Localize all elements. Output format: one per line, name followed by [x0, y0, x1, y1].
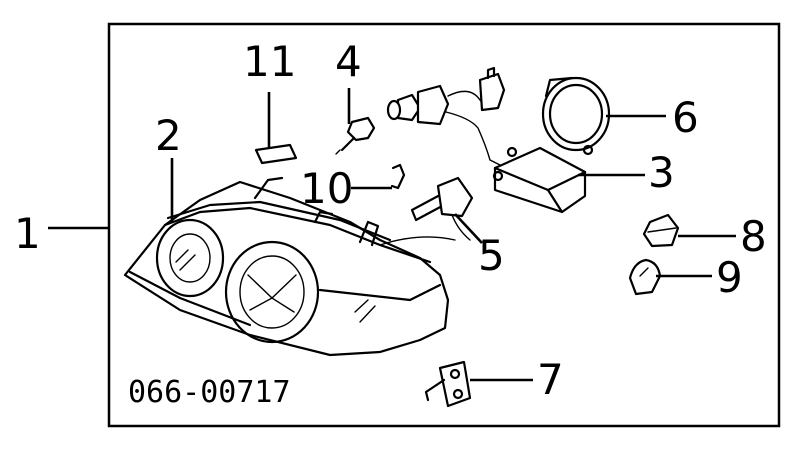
small-bulb — [628, 258, 662, 296]
headlamp-assembly — [123, 176, 456, 357]
callout-3: 3 — [648, 148, 675, 197]
callout-6: 6 — [672, 93, 699, 142]
callout-5: 5 — [478, 231, 505, 280]
ballast-unit — [492, 146, 587, 214]
callout-11: 11 — [243, 37, 296, 86]
leveling-actuator — [424, 360, 472, 408]
callout-4: 4 — [335, 37, 362, 86]
hid-bulb — [410, 176, 474, 241]
retaining-ring — [541, 76, 611, 156]
diagram-frame — [107, 22, 781, 428]
diagram-code: 066-00717 — [128, 375, 291, 410]
callout-7: 7 — [537, 355, 564, 404]
bulb-socket-harness — [386, 66, 506, 166]
callout-9: 9 — [716, 253, 743, 302]
bulb-socket — [642, 213, 680, 248]
callout-2: 2 — [155, 111, 182, 160]
adjusting-screw — [335, 116, 376, 155]
label-sticker — [254, 143, 298, 165]
callout-8: 8 — [740, 212, 767, 261]
leader-5 — [454, 213, 483, 244]
callout-10: 10 — [300, 164, 353, 213]
clip — [390, 163, 406, 190]
callout-1: 1 — [14, 209, 41, 258]
